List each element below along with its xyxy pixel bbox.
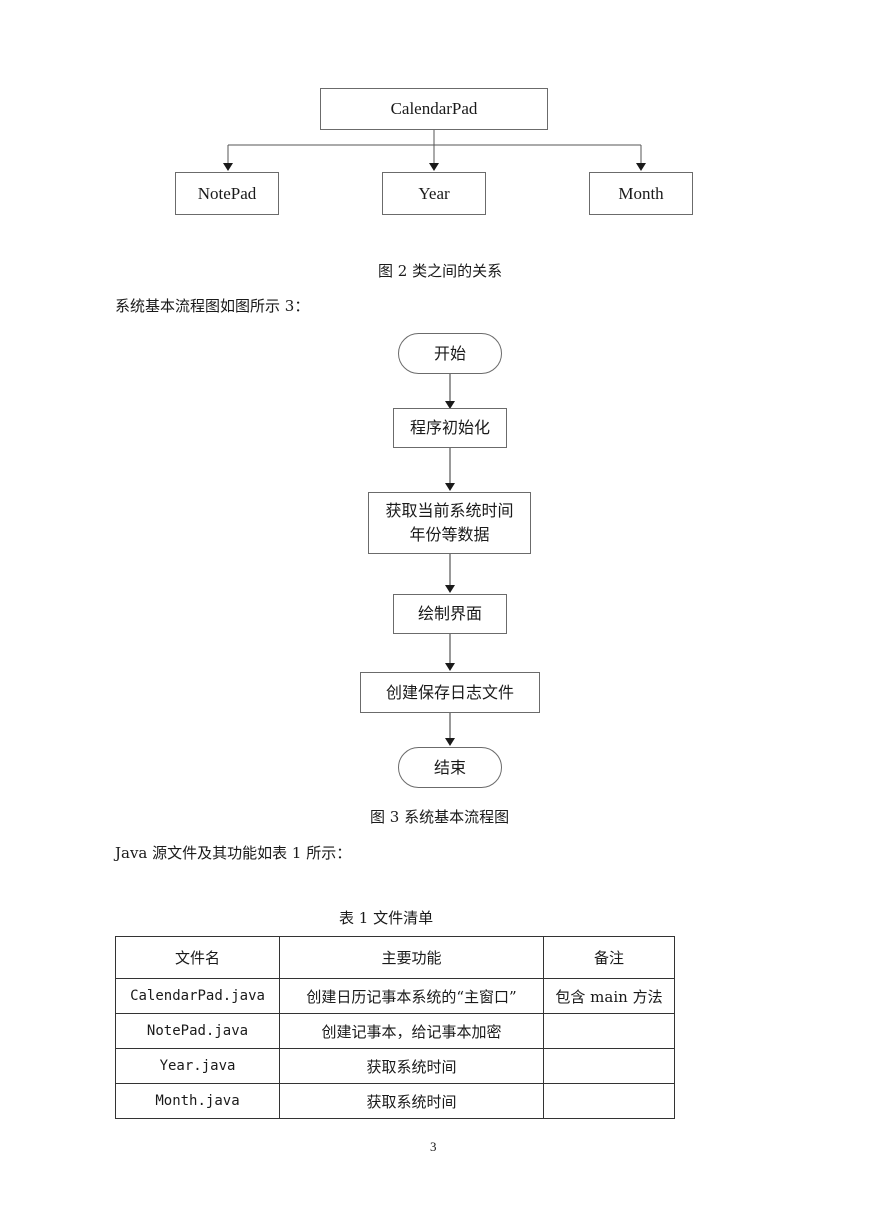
cell-remark: 包含 main 方法: [543, 978, 675, 1014]
flow-label-line-2: 年份等数据: [409, 525, 490, 544]
cell-filename: NotePad.java: [115, 1013, 280, 1049]
cell-function: 获取系统时间: [279, 1048, 544, 1084]
figure-2-caption: 图 2 类之间的关系: [378, 262, 503, 280]
flow-step-draw-ui: 绘制界面: [393, 594, 507, 634]
cell-filename: CalendarPad.java: [115, 978, 280, 1014]
flow-label: 程序初始化: [409, 418, 490, 437]
table-row: Month.java 获取系统时间: [115, 1083, 675, 1119]
header-filename: 文件名: [115, 936, 280, 979]
table-row: Year.java 获取系统时间: [115, 1048, 675, 1084]
class-name: Year: [418, 183, 450, 203]
class-box-notepad: NotePad: [175, 172, 279, 215]
class-name: CalendarPad: [390, 99, 478, 118]
flow-label: 结束: [433, 757, 466, 777]
table-row: NotePad.java 创建记事本，给记事本加密: [115, 1013, 675, 1049]
flow-step-get-time: 获取当前系统时间 年份等数据: [368, 492, 531, 554]
table-1-caption: 表 1 文件清单: [339, 909, 434, 927]
flow-label: 绘制界面: [417, 604, 482, 623]
header-function: 主要功能: [279, 936, 544, 979]
class-name: NotePad: [197, 183, 257, 203]
flow-step-create-log: 创建保存日志文件: [360, 672, 540, 713]
flow-label-line-1: 获取当前系统时间: [385, 501, 514, 520]
cell-function: 创建记事本，给记事本加密: [279, 1013, 544, 1049]
class-box-calendarpad: CalendarPad: [320, 88, 548, 130]
cell-remark: [543, 1013, 675, 1049]
cell-function: 创建日历记事本系统的“主窗口”: [279, 978, 544, 1014]
cell-remark: [543, 1083, 675, 1119]
cell-filename: Month.java: [115, 1083, 280, 1119]
class-name: Month: [618, 183, 664, 203]
flow-label: 创建保存日志文件: [385, 682, 514, 702]
file-list-table: 文件名 主要功能 备注 CalendarPad.java 创建日历记事本系统的“…: [115, 936, 675, 1119]
cell-filename: Year.java: [115, 1048, 280, 1084]
table-intro: Java 源文件及其功能如表 1 所示：: [115, 844, 352, 862]
flow-step-init: 程序初始化: [393, 408, 507, 448]
cell-function: 获取系统时间: [279, 1083, 544, 1119]
page-number: 3: [430, 1139, 437, 1154]
header-remark: 备注: [543, 936, 675, 979]
flow-end-terminal: 结束: [398, 747, 502, 788]
flow-label: 开始: [433, 343, 466, 363]
flow-start-terminal: 开始: [398, 333, 502, 374]
figure-3-caption: 图 3 系统基本流程图: [370, 808, 510, 826]
class-box-month: Month: [589, 172, 693, 215]
flowchart-intro: 系统基本流程图如图所示 3：: [115, 297, 310, 315]
table-row: CalendarPad.java 创建日历记事本系统的“主窗口” 包含 main…: [115, 978, 675, 1014]
table-header-row: 文件名 主要功能 备注: [115, 936, 675, 979]
class-box-year: Year: [382, 172, 486, 215]
cell-remark: [543, 1048, 675, 1084]
